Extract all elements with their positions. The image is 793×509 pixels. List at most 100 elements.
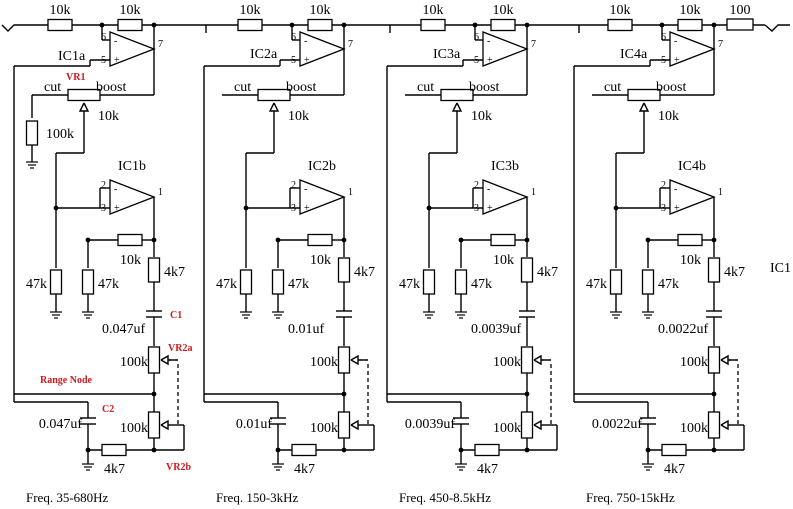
input-terminal [1, 24, 23, 32]
ground-symbol [455, 308, 467, 319]
ground-symbol [82, 308, 94, 319]
bottom-resistor-label: 4k7 [477, 462, 498, 477]
junction-dot [275, 447, 281, 453]
junction-dot [524, 447, 530, 453]
junction-dot [659, 22, 665, 28]
op-amp-b-2-minus-sign: - [304, 184, 307, 195]
cut-label: cut [44, 80, 61, 95]
ic-b-label-3: IC3b [491, 159, 519, 174]
pot-bottom-label: 100k [120, 421, 148, 436]
ground-symbol [610, 308, 622, 319]
cap-bottom-label: 0.047uf [39, 417, 83, 432]
ic-a-label-4: IC4a [620, 47, 648, 62]
annotations: VR1 C1 VR2a Range Node C2 VR2b IC1 [40, 72, 791, 473]
ic-b-label-4: IC4b [678, 159, 706, 174]
op-amp-a-3-pin-inv: 6 [474, 32, 479, 43]
ic-b-label-2: IC2b [308, 159, 336, 174]
pot-top-arrow [720, 354, 729, 366]
junction-dot [711, 447, 717, 453]
cap-bottom-label: 0.0039uf [405, 417, 456, 432]
op-amp-b-2-body [299, 179, 346, 215]
input-resistor-label: 10k [610, 3, 631, 18]
op-amp-b-4-body [669, 179, 716, 215]
op-amp-b-2-pin-inv: 2 [291, 180, 296, 191]
pot-bottom-arrow [533, 419, 542, 431]
ground-symbol [82, 460, 94, 471]
47k-right-label: 47k [658, 277, 679, 292]
output-terminal [764, 24, 790, 32]
op-amp-b-1-body [109, 179, 156, 215]
pot-bottom-label: 100k [680, 421, 708, 436]
junction-dot [472, 22, 478, 28]
input-resistor [237, 18, 263, 32]
cap-top-label: 0.0022uf [658, 322, 709, 337]
vr2a-label: VR2a [168, 343, 192, 354]
op-amp-b-3-pin-out: 1 [531, 187, 536, 198]
op-amp-a-1-pin-inv: 6 [101, 32, 106, 43]
pot-top-arrow [160, 354, 169, 366]
boost-label: boost [96, 80, 126, 95]
pot-bottom-arrow [350, 419, 359, 431]
pot-top-label: 100k [310, 355, 338, 370]
op-amp-b-3-pin-inv: 2 [474, 180, 479, 191]
pot-top-label: 100k [493, 355, 521, 370]
output-resistor [726, 18, 754, 31]
junction-dot [151, 447, 157, 453]
op-amp-a-4-plus-sign: + [674, 55, 680, 66]
47k-right-label: 47k [471, 277, 492, 292]
b-feedback-resistor-label: 10k [493, 253, 514, 268]
op-amp-a-1: -+657 [101, 31, 163, 67]
pot-top-label: 100k [120, 355, 148, 370]
ground-symbol [642, 308, 654, 319]
bottom-resistor-label: 4k7 [294, 462, 315, 477]
op-amp-b-2-plus-sign: + [304, 203, 310, 214]
pot-top-arrow [350, 354, 359, 366]
input-resistor [47, 18, 73, 32]
junction-dot [524, 391, 530, 397]
ground-symbol [455, 460, 467, 471]
op-amp-b-1-pin-out: 1 [158, 187, 163, 198]
bottom-resistor [291, 443, 317, 457]
boost-label: boost [286, 80, 316, 95]
op-amp-a-4-pin-out: 7 [718, 39, 723, 50]
4k7-label: 4k7 [354, 265, 375, 280]
ground-symbol [50, 308, 62, 319]
vr1-label: VR1 [66, 72, 85, 83]
junction-dot [341, 22, 347, 28]
cut-label: cut [234, 80, 251, 95]
op-amp-a-3-plus-sign: + [487, 55, 493, 66]
pot-bottom-label: 100k [310, 421, 338, 436]
op-amp-a-2-pin-out: 7 [348, 39, 353, 50]
ground-symbol [26, 158, 38, 169]
pot-bottom-100k [147, 411, 161, 439]
cap-top-label: 0.047uf [102, 322, 146, 337]
4k7-label: 4k7 [724, 265, 745, 280]
ground-symbol [642, 460, 654, 471]
junction-dot [151, 22, 157, 28]
op-amp-a-4-pin-inv: 6 [661, 32, 666, 43]
feedback-resistor-label: 10k [493, 3, 514, 18]
op-amp-b-4: -+231 [661, 179, 723, 215]
op-amp-b-4-pin-inv: 2 [661, 180, 666, 191]
junction-dot [341, 237, 347, 243]
op-amp-b-1-plus-sign: + [114, 203, 120, 214]
range-node-label: Range Node [40, 375, 93, 386]
op-amp-b-4-plus-sign: + [674, 203, 680, 214]
junction-dot [341, 391, 347, 397]
pot-top-100k [147, 346, 161, 374]
boost-label: boost [656, 80, 686, 95]
output-resistor-label: 100 [730, 3, 751, 18]
op-amp-a-1-pin-out: 7 [158, 39, 163, 50]
junction-dot [99, 22, 105, 28]
to-ground-resistor-label: 100k [46, 127, 74, 142]
47k-left-resistor [49, 269, 63, 295]
top-signal-chain: 100 [1, 3, 790, 33]
input-resistor [420, 18, 446, 32]
ic-a-label-1: IC1a [58, 49, 86, 64]
b-feedback-resistor-label: 10k [680, 253, 701, 268]
pot-wiper-arrow [638, 102, 650, 112]
cut-label: cut [417, 80, 434, 95]
